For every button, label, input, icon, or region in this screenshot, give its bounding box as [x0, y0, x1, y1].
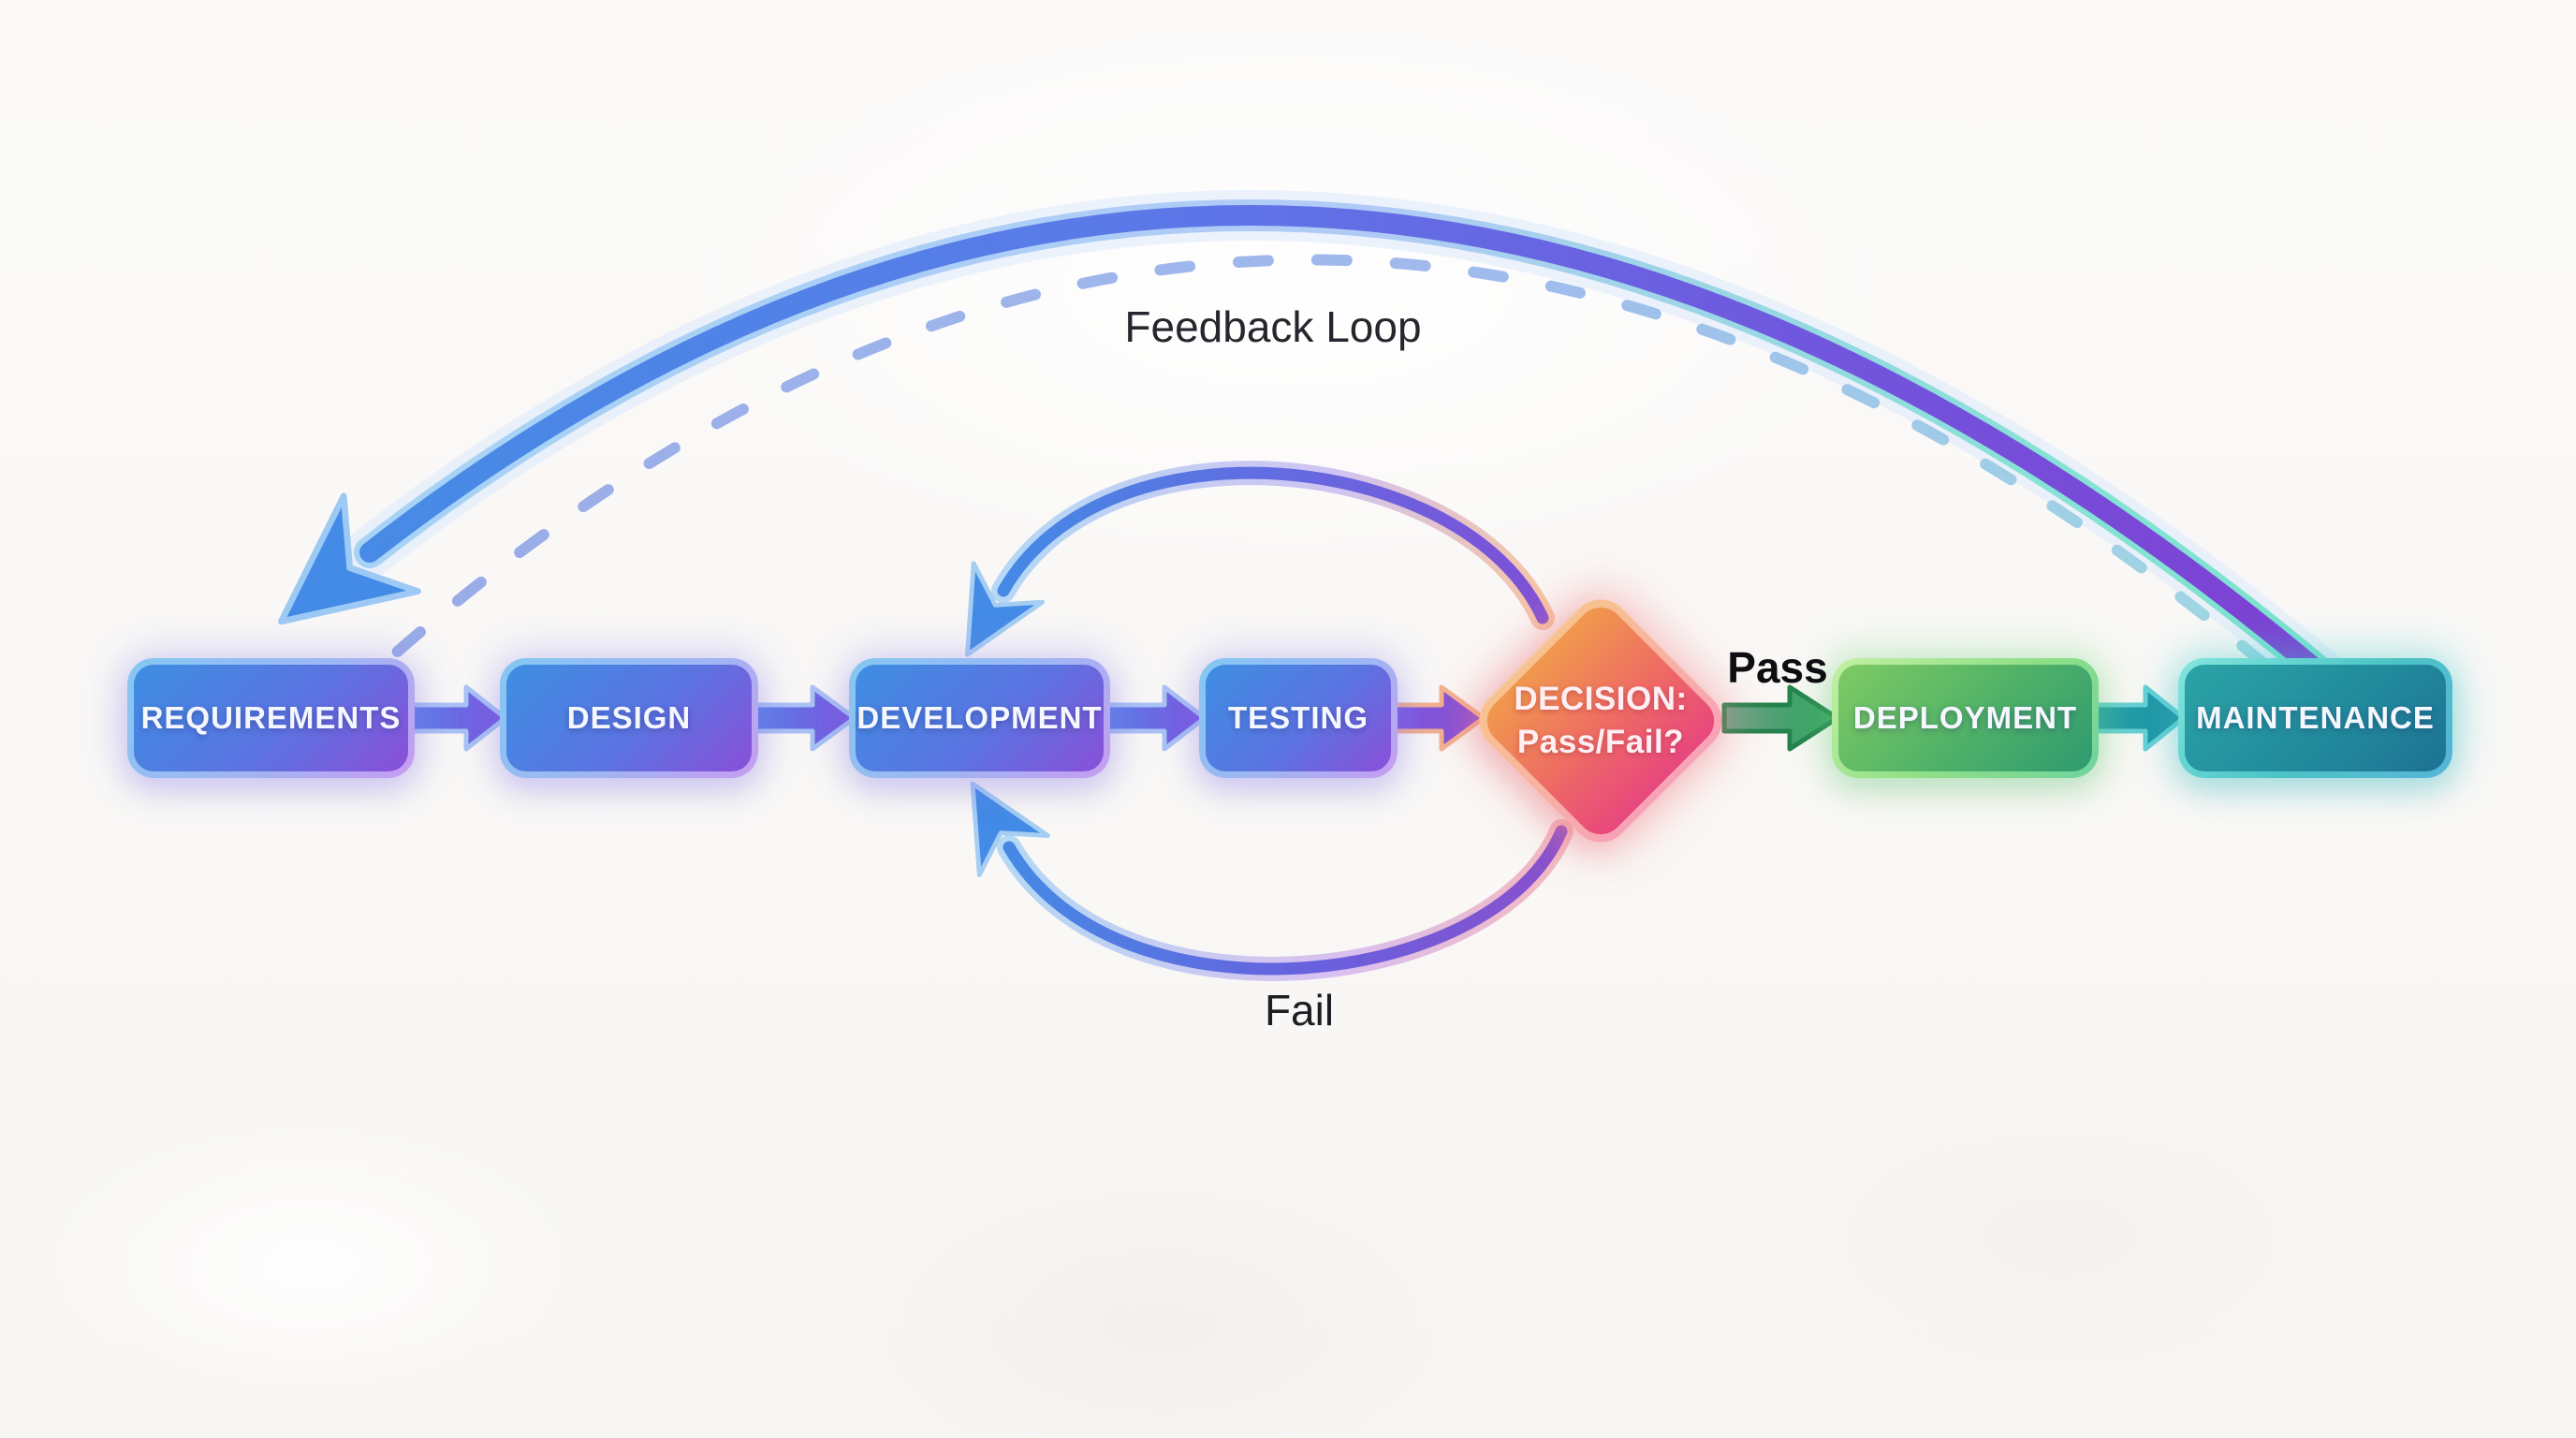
node-decision-label: DECISION: Pass/Fail?	[1484, 653, 1718, 788]
fail-loop-upper	[964, 466, 1549, 657]
node-development-body: DEVELOPMENT	[856, 665, 1104, 771]
fail-label: Fail	[1264, 986, 1335, 1034]
feedback-arc	[277, 190, 2347, 699]
fail-loop	[964, 461, 1573, 981]
arrow-decision-deployment	[1721, 684, 1840, 752]
node-deployment-label: DEPLOYMENT	[1852, 700, 2078, 735]
feedback-dashed-line	[388, 254, 2271, 670]
node-requirements-label: REQUIREMENTS	[140, 700, 402, 735]
fail-loop-lower-edge	[997, 819, 1573, 981]
node-testing-label: TESTING	[1227, 700, 1368, 735]
node-testing-body: TESTING	[1206, 665, 1391, 771]
node-design: DESIGN	[500, 658, 758, 778]
straight-connectors	[405, 684, 2187, 752]
arrow-design-development	[752, 684, 857, 752]
node-development: DEVELOPMENT	[849, 658, 1110, 778]
feedback-arc-ribbon	[277, 205, 2332, 684]
pass-label: Pass	[1727, 643, 1828, 692]
feedback-loop-label: Feedback Loop	[1124, 302, 1422, 351]
arrow-testing-decision	[1391, 684, 1486, 752]
node-maintenance-body: MAINTENANCE	[2185, 665, 2446, 771]
node-deployment-body: DEPLOYMENT	[1838, 665, 2092, 771]
node-maintenance-label: MAINTENANCE	[2196, 700, 2435, 735]
node-design-body: DESIGN	[506, 665, 752, 771]
arrow-requirements-design	[405, 684, 508, 752]
fail-loop-lower	[970, 781, 1568, 976]
node-design-label: DESIGN	[566, 700, 692, 735]
node-decision-label-line2: Pass/Fail?	[1516, 724, 1685, 760]
node-requirements-body: REQUIREMENTS	[134, 665, 408, 771]
feedback-arc-edge	[354, 199, 2337, 690]
node-testing: TESTING	[1199, 658, 1398, 778]
node-deployment: DEPLOYMENT	[1832, 658, 2099, 778]
node-maintenance: MAINTENANCE	[2178, 658, 2452, 778]
fail-loop-upper-edge	[991, 461, 1555, 630]
node-requirements: REQUIREMENTS	[127, 658, 415, 778]
arrow-development-testing	[1104, 684, 1208, 752]
arrow-deployment-maintenance	[2092, 684, 2187, 752]
node-decision-label-line1: DECISION:	[1514, 680, 1688, 717]
node-development-label: DEVELOPMENT	[856, 700, 1103, 735]
